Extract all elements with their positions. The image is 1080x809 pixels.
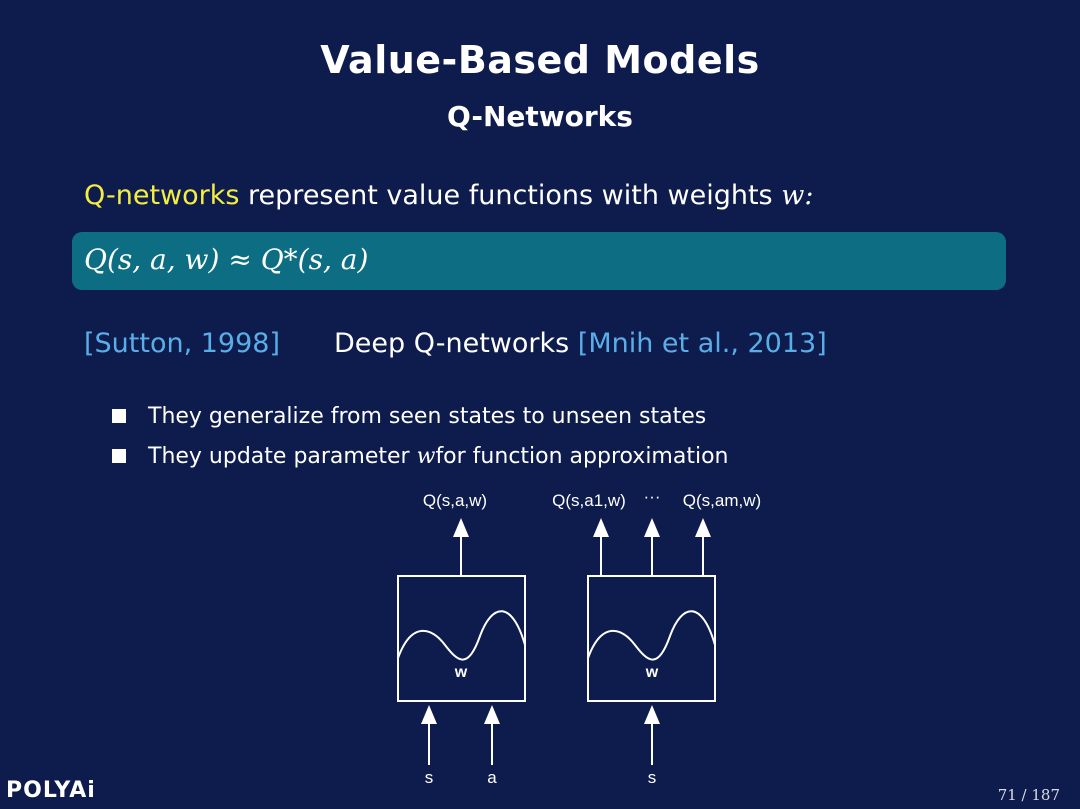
intro-variable: w: (781, 180, 814, 211)
input-a-label: a (487, 768, 497, 787)
right-output-1-label: Q(s,a1,w) (552, 491, 626, 510)
intro-highlight: Q-networks (84, 180, 240, 211)
deep-q-label: Deep Q-networks (334, 328, 578, 359)
right-output-2-arrowhead-icon (644, 518, 660, 537)
page-number: 71 / 187 (997, 786, 1060, 804)
intro-text: represent value functions with weights (239, 180, 782, 211)
input-s-arrowhead-icon (421, 705, 437, 724)
right-network-box (587, 575, 716, 702)
left-output-label: Q(s,a,w) (423, 491, 487, 510)
left-output-arrowhead-icon (453, 518, 469, 537)
bullet-text: They update parameter (148, 443, 410, 469)
bullet-square-icon (112, 449, 126, 463)
slide-title: Value-Based Models (320, 38, 760, 82)
right-weight-label: w (645, 664, 659, 681)
input-s-label: s (425, 768, 434, 787)
equation-box (72, 232, 1006, 290)
right-output-1-arrowhead-icon (593, 518, 609, 537)
bullet-list: They generalize from seen states to unse… (112, 396, 728, 476)
bullet-item: They update parameter w for function app… (112, 436, 728, 476)
reference-mnih: [Mnih et al., 2013] (577, 328, 827, 359)
slide-subtitle: Q-Networks (447, 100, 633, 133)
intro-line: Q-networks represent value functions wit… (84, 180, 813, 211)
right-function-curve (587, 610, 716, 661)
bullet-text-tail: for function approximation (435, 443, 729, 469)
reference-deep-q: Deep Q-networks [Mnih et al., 2013] (334, 328, 827, 359)
right-output-dots: ··· (644, 487, 661, 506)
right-output-m-label: Q(s,am,w) (683, 491, 761, 510)
bullet-text: They generalize from seen states to unse… (148, 403, 707, 429)
right-output-m-arrowhead-icon (695, 518, 711, 537)
input-a-arrowhead-icon (484, 705, 500, 724)
left-network-box (397, 575, 526, 702)
equation: Q(s, a, w) ≈ Q*(s, a) (84, 243, 369, 276)
bullet-variable: w (416, 443, 436, 469)
left-weight-label: w (454, 664, 468, 681)
input-s2-arrowhead-icon (644, 705, 660, 724)
bullet-item: They generalize from seen states to unse… (112, 396, 728, 436)
bullet-square-icon (112, 409, 126, 423)
left-function-curve (397, 610, 526, 661)
reference-sutton: [Sutton, 1998] (84, 328, 281, 359)
polyai-logo: POLYAi (6, 778, 96, 803)
input-s2-label: s (648, 768, 657, 787)
